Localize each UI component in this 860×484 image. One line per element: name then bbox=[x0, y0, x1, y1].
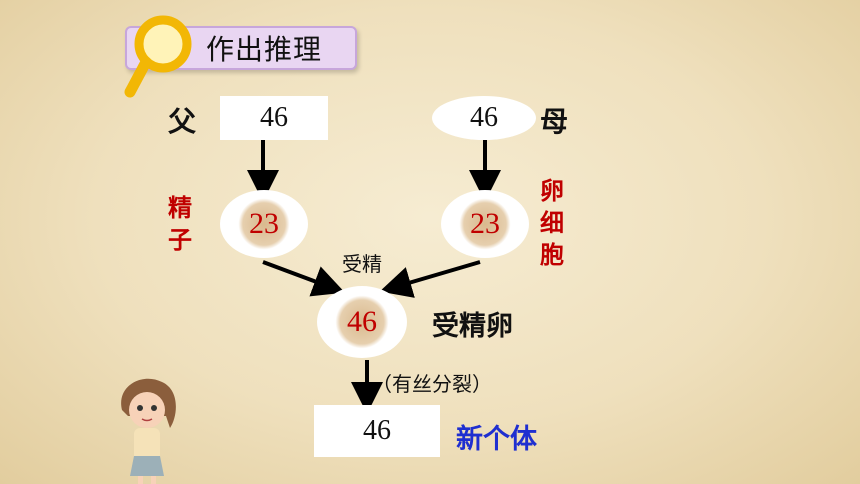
arrow-sperm-zygote bbox=[262, 260, 345, 297]
zygote-label: 受精卵 bbox=[432, 311, 513, 342]
sperm-cell: 23 bbox=[220, 190, 308, 258]
mitosis-label: （有丝分裂） bbox=[372, 372, 492, 396]
slide-title: 作出推理 bbox=[206, 33, 323, 66]
zygote-cell: 46 bbox=[317, 286, 407, 358]
father-label: 父 bbox=[168, 105, 197, 138]
egg-cell: 23 bbox=[441, 190, 529, 258]
mother-label: 母 bbox=[540, 105, 569, 138]
individual-box: 46 bbox=[314, 405, 440, 457]
fertilization-label: 受精 bbox=[342, 252, 382, 276]
magnifier-icon bbox=[124, 15, 192, 98]
girl-illustration bbox=[121, 378, 176, 484]
egg-label: 卵细胞 bbox=[540, 177, 564, 269]
father-box: 46 bbox=[220, 96, 328, 140]
arrow-egg-zygote bbox=[379, 260, 481, 298]
individual-label: 新个体 bbox=[456, 424, 537, 455]
mother-oval: 46 bbox=[432, 96, 536, 140]
sperm-label: 精子 bbox=[168, 194, 192, 254]
